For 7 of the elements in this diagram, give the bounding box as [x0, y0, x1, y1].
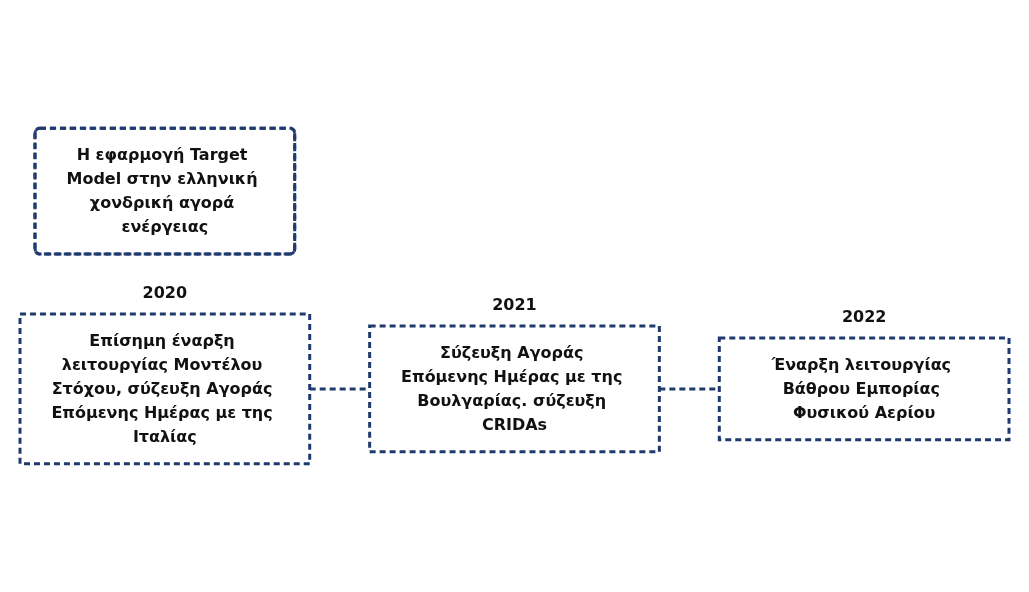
- year-label: 2022: [841, 306, 887, 326]
- year-label: 2021: [492, 295, 537, 314]
- year-label: 2020: [142, 283, 188, 302]
- timeline-box: Έναρξη λειτουργίας Βάθρου Εμπορίας Φυσικού Αερίου: [717, 336, 1011, 442]
- title-box: Η εφαρμογή Target Model στην ελληνική χονδρική αγορά ενέργειας: [33, 126, 297, 256]
- timeline-box: Επίσημη έναρξη λειτουργίας Μοντέλου Στόχου, σύζευξη Αγοράς Επόμενης Ημέρας με της Ιταλίας: [18, 312, 312, 466]
- timeline-box: Σύζευξη Αγοράς Επόμενης Ημέρας με της Βουλγαρίας. σύζευξη CRIDAs: [368, 324, 661, 454]
